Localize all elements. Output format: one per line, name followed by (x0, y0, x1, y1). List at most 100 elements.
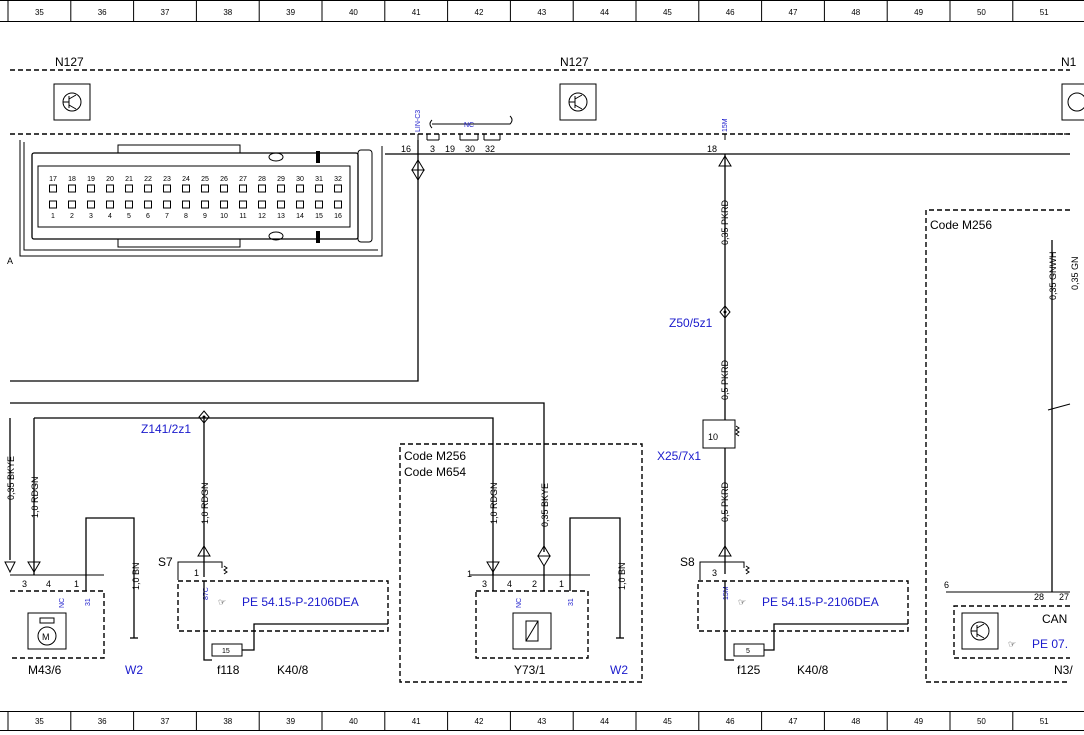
pointing-hand-icon: ☞ (1008, 639, 1016, 649)
pin-32: 32 (485, 144, 495, 154)
edge-label-a: A (7, 256, 13, 266)
relay-right-spring (745, 565, 750, 575)
grid-column-label: 36 (98, 8, 107, 17)
connector-arrow-icon (4, 561, 16, 574)
connector-pin-socket (220, 184, 228, 193)
f118-label: f118 (217, 663, 240, 677)
connector-pin-label: 7 (165, 213, 169, 220)
m43-pin1: 1 (74, 579, 79, 589)
grid-column-label: 37 (161, 8, 170, 17)
connector-pin-label: 17 (49, 176, 57, 183)
connector-pin-socket (296, 200, 304, 209)
grid-column-label: 49 (914, 717, 923, 726)
wire-relay-left-out (242, 623, 388, 651)
connector-pin-socket (239, 200, 247, 209)
motor-icon: M (27, 612, 67, 650)
connector-symbol (411, 159, 425, 181)
n127-right-label: N1 (1061, 55, 1077, 69)
connector-pin-label: 1 (51, 213, 55, 220)
connector-pin-socket (144, 200, 152, 209)
connector-pin-label: 21 (125, 176, 133, 183)
y73-lead-pin1: 1 (467, 569, 472, 579)
connector-block (19, 140, 383, 257)
lin-c3-label: LIN-C3 (415, 110, 422, 132)
connector-pin-socket (315, 184, 323, 193)
w2-right-label: W2 (610, 663, 628, 677)
connector-pin-label: 13 (277, 213, 285, 220)
connector-pin-label: 12 (258, 213, 266, 220)
fuse-f125-value: 5 (746, 648, 750, 655)
transistor-icon (1061, 83, 1084, 121)
grid-column-label: 44 (600, 717, 609, 726)
connector-pin-socket (163, 184, 171, 193)
wire-pin16-loop (10, 140, 419, 382)
n127-mid-label: N127 (560, 55, 589, 69)
connector-pin-socket (201, 200, 209, 209)
connector-pin-socket (87, 184, 95, 193)
connector-x25: X25/7x1 (657, 449, 701, 463)
connector-pin-label: 15 (315, 213, 323, 220)
grid-column-label: 50 (977, 8, 986, 17)
grid-column-label: 43 (537, 8, 546, 17)
grid-column-label: 46 (726, 8, 735, 17)
connector-pin-socket (201, 184, 209, 193)
relay-left-ref-link[interactable]: PE 54.15-P-2106DEA (242, 595, 359, 609)
n3-ref-link[interactable]: PE 07. (1032, 637, 1068, 651)
grid-column-label: 35 (35, 717, 44, 726)
grid-column-label: 50 (977, 717, 986, 726)
connector-pin-label: 29 (277, 176, 285, 183)
wire-relay-left-fuse (203, 581, 212, 661)
transistor-icon (53, 83, 91, 121)
connector-pin-label: 3 (89, 213, 93, 220)
relay-left-box (177, 580, 389, 632)
m43-pin3: 3 (22, 579, 27, 589)
pin-16: 16 (401, 144, 411, 154)
splice-icon (719, 305, 731, 319)
y73-pin2: 2 (532, 579, 537, 589)
x25-connector: 10 (702, 419, 740, 449)
transistor-icon (961, 612, 999, 650)
grid-column-label: 38 (223, 717, 232, 726)
connector-pin-label: 20 (106, 176, 114, 183)
grid-column-label: 51 (1040, 717, 1049, 726)
n3-label: N3/ (1054, 663, 1073, 677)
splice-z50: Z50/5z1 (669, 316, 713, 330)
connector-pin-socket (68, 200, 76, 209)
wire-label-10-rdgn-c: 1,0 RDGN (489, 482, 499, 524)
relay-right-15m: 15M (723, 586, 730, 600)
connector-pin-label: 10 (220, 213, 228, 220)
connector-pin-socket (49, 184, 57, 193)
wire-label-035-gn: 0,35 GN (1070, 256, 1080, 290)
grid-column-label: 40 (349, 8, 358, 17)
connector-pin-socket (334, 184, 342, 193)
wire-label-10-rdgn-a: 1,0 RDGN (30, 476, 40, 518)
connector-pin-socket (315, 200, 323, 209)
transistor-icon (559, 83, 597, 121)
wire-label-035-pkrd: 0,35 PKRD (720, 199, 730, 245)
relay-right-bracket (699, 561, 745, 580)
m43-pin4: 4 (46, 579, 51, 589)
y73-31: 31 (568, 598, 575, 606)
connector-arrow-icon (27, 561, 41, 573)
15m-label: 15M (722, 118, 729, 132)
pointing-hand-icon: ☞ (738, 597, 746, 607)
connector-pin-label: 19 (87, 176, 95, 183)
connector-pin-socket (220, 200, 228, 209)
code-m654-label: Code M654 (404, 465, 466, 479)
relay-left-spring (223, 565, 228, 575)
fuse-f118-value: 15 (222, 648, 230, 655)
relay-right-ref-link[interactable]: PE 54.15-P-2106DEA (762, 595, 879, 609)
connector-pin-label: 25 (201, 176, 209, 183)
grid-column-label: 39 (286, 8, 295, 17)
code-m256-label: Code M256 (404, 449, 466, 463)
wire-label-10-rdgn-b: 1,0 RDGN (200, 482, 210, 524)
wire-bn-left (85, 517, 135, 638)
relay-left-bracket (177, 561, 223, 580)
grid-column-label: 40 (349, 717, 358, 726)
connector-pin-label: 22 (144, 176, 152, 183)
grid-column-label: 49 (914, 8, 923, 17)
nc-label: NC (464, 122, 474, 129)
connector-pin-socket (258, 184, 266, 193)
